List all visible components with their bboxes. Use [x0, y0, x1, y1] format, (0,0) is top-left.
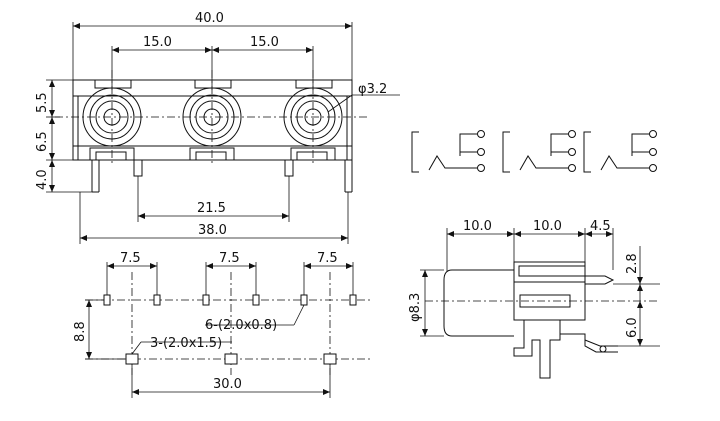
small-pads-label: 6-(2.0x0.8) — [205, 318, 277, 333]
pcb-footprint: 7.5 7.5 7.5 8.8 6-(2.0x0.8) — [73, 251, 372, 398]
pitch-right-label: 15.0 — [250, 35, 279, 50]
small-pad — [153, 294, 161, 306]
large-pad — [224, 353, 238, 365]
large-pad — [323, 353, 337, 365]
pins — [91, 159, 353, 193]
hole-diameter-label: φ3.2 — [358, 82, 387, 97]
pitch-2-label: 7.5 — [219, 251, 240, 266]
pitch-left-label: 15.0 — [143, 35, 172, 50]
height-mid-label: 6.5 — [35, 131, 50, 152]
overall-width-label: 40.0 — [195, 11, 224, 26]
large-pad — [125, 353, 139, 365]
offset-bottom-label: 6.0 — [625, 317, 640, 338]
schematic-symbols — [411, 130, 657, 173]
front-view: 40.0 15.0 15.0 — [35, 11, 400, 244]
pin-span-label: 21.5 — [197, 201, 226, 216]
height-top-label: 5.5 — [35, 92, 50, 113]
pitch-3-label: 7.5 — [317, 251, 338, 266]
barrel — [443, 269, 514, 337]
small-pad — [103, 294, 111, 306]
height-bottom-label: 4.0 — [35, 169, 50, 190]
pitch-1-label: 7.5 — [120, 251, 141, 266]
jack-symbol-1 — [411, 130, 485, 173]
offset-top-label: 2.8 — [625, 253, 640, 274]
small-pad — [202, 294, 210, 306]
small-pad — [252, 294, 260, 306]
large-pads-label: 3-(2.0x1.5) — [150, 336, 222, 351]
jack-symbol-3 — [583, 130, 657, 173]
base-width-label: 38.0 — [198, 223, 227, 238]
jack-symbol-2 — [502, 130, 576, 173]
small-pad — [349, 294, 357, 306]
depth-3-label: 4.5 — [590, 219, 611, 234]
depth-2-label: 10.0 — [533, 219, 562, 234]
row-spacing-label: 8.8 — [73, 321, 88, 342]
side-view: 10.0 10.0 4.5 2.8 6.0 φ8.3 — [408, 219, 660, 379]
depth-1-label: 10.0 — [463, 219, 492, 234]
body-diameter-label: φ8.3 — [408, 293, 423, 322]
small-pad — [300, 294, 308, 306]
side-body — [513, 261, 586, 321]
large-span-label: 30.0 — [213, 377, 242, 392]
